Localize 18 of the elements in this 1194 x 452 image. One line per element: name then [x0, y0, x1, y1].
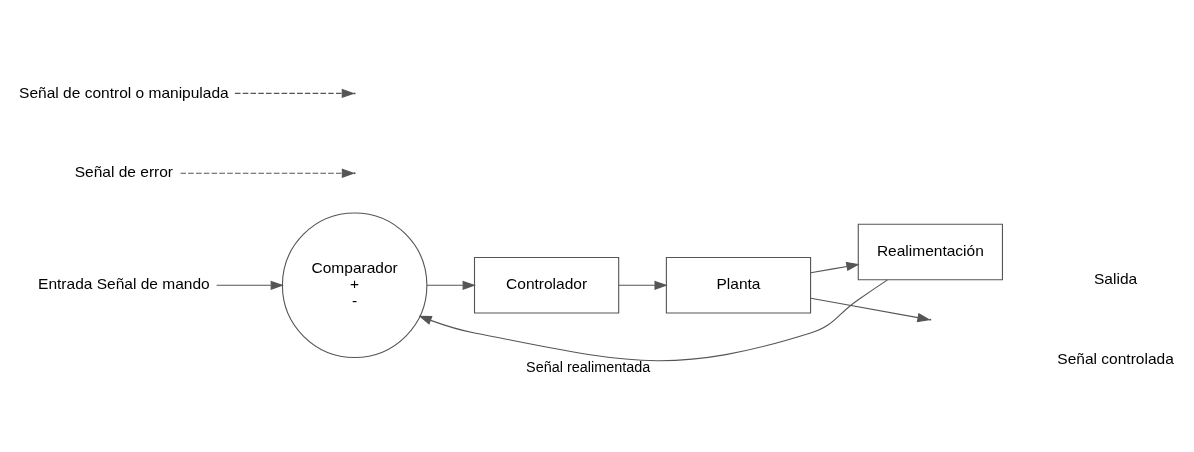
node-box: Planta — [665, 256, 812, 314]
node-text: Señal de control o manipulada — [19, 83, 229, 101]
arrow — [618, 280, 668, 290]
label: Salida — [1094, 269, 1138, 287]
arrow — [810, 297, 931, 322]
node-text: Entrada Señal de mando — [38, 274, 210, 292]
arrow — [216, 280, 284, 290]
arrow — [418, 278, 889, 361]
label: Señal controlada — [1057, 349, 1174, 367]
arrow — [810, 261, 860, 273]
node-box: Realimentación — [857, 223, 1003, 280]
node-circle: Comparador + - — [281, 212, 428, 358]
node-box: Controlador — [473, 256, 620, 314]
arrow — [426, 280, 476, 290]
node-text: Señal de error — [74, 162, 174, 180]
edge-label: Señal realimentada — [526, 358, 651, 375]
arrow — [180, 168, 356, 178]
arrow — [234, 88, 356, 98]
